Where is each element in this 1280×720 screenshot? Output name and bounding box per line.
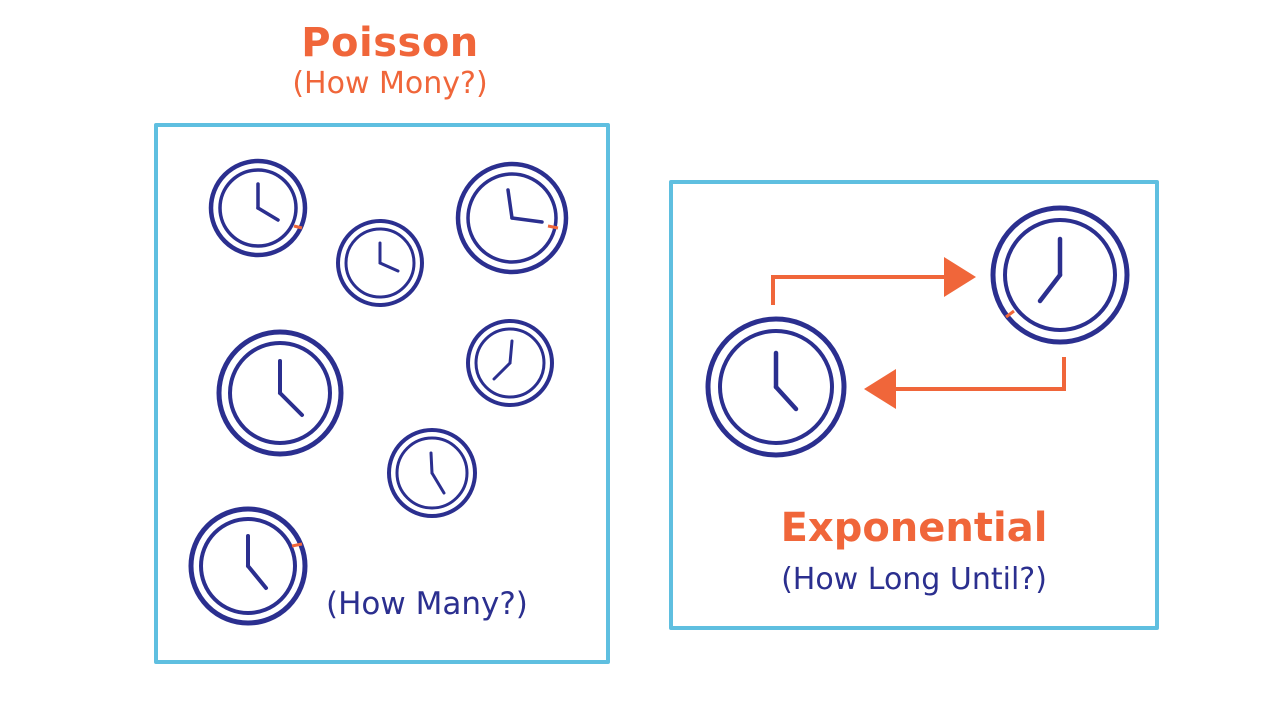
exponential-subtitle: (How Long Until?) [781,562,1047,597]
clock-icon [188,506,308,626]
poisson-subtitle: (How Mony?) [292,66,488,101]
clock-icon [990,205,1130,345]
poisson-title: Poisson [301,20,479,66]
arrow-left-icon [864,357,1066,409]
clock-icon [466,319,554,407]
clock-icon [208,158,308,258]
poisson-panel [154,123,610,664]
arrow-right-icon [771,257,976,305]
exponential-panel [669,180,1159,630]
poisson-count-label: (How Many?) [326,586,528,622]
clock-icon [455,161,569,275]
exponential-title: Exponential [780,505,1048,551]
clock-icon [387,428,477,518]
clock-icon [216,329,344,457]
clock-icon [705,316,847,458]
clock-icon [336,219,424,307]
